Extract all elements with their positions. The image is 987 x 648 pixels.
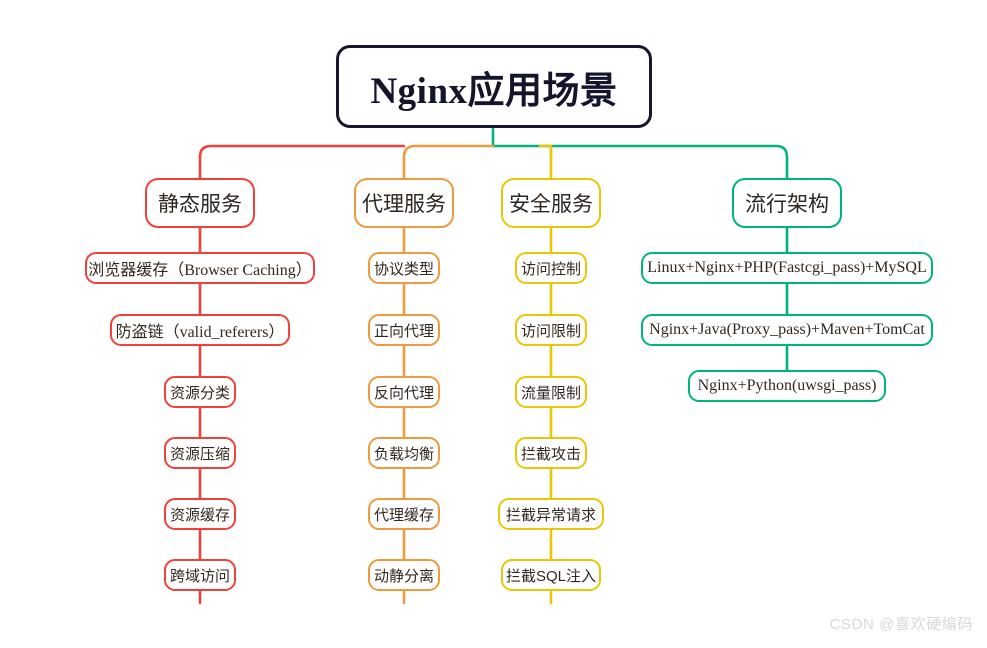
node-security-3[interactable]: 流量限制	[515, 376, 587, 408]
node-security-4[interactable]: 拦截攻击	[515, 437, 587, 469]
branch-head-static-label: 静态服务	[158, 193, 242, 216]
node-architecture-1-label: Linux+Nginx+PHP(Fastcgi_pass)+MySQL	[647, 259, 927, 276]
branch-head-proxy-label: 代理服务	[362, 193, 446, 216]
node-static-1-label: 浏览器缓存（Browser Caching）	[88, 262, 312, 279]
node-security-1-label: 访问控制	[520, 260, 581, 278]
node-static-6[interactable]: 跨域访问	[164, 559, 236, 591]
node-security-1[interactable]: 访问控制	[515, 252, 587, 284]
wire-trunk-orange	[402, 144, 495, 180]
node-proxy-3-label: 反向代理	[373, 384, 434, 402]
node-security-5[interactable]: 拦截异常请求	[498, 498, 604, 530]
node-proxy-5[interactable]: 代理缓存	[368, 498, 440, 530]
node-static-5-label: 资源缓存	[169, 506, 230, 524]
node-static-1[interactable]: 浏览器缓存（Browser Caching）	[85, 252, 315, 284]
node-proxy-6[interactable]: 动静分离	[368, 559, 440, 591]
node-proxy-2[interactable]: 正向代理	[368, 314, 440, 346]
diagram-title: Nginx应用场景	[336, 45, 652, 128]
wire-trunk-yellow-corner	[538, 144, 553, 159]
node-proxy-1[interactable]: 协议类型	[368, 252, 440, 284]
branch-head-architecture[interactable]: 流行架构	[732, 178, 842, 228]
branch-head-security[interactable]: 安全服务	[501, 178, 601, 228]
node-proxy-5-label: 代理缓存	[373, 506, 434, 524]
node-static-3[interactable]: 资源分类	[164, 376, 236, 408]
node-static-4[interactable]: 资源压缩	[164, 437, 236, 469]
node-static-3-label: 资源分类	[169, 384, 230, 402]
branch-head-architecture-label: 流行架构	[745, 193, 829, 216]
node-static-5[interactable]: 资源缓存	[164, 498, 236, 530]
diagram-title-text: Nginx应用场景	[370, 70, 618, 112]
node-static-2[interactable]: 防盗链（valid_referers）	[110, 314, 290, 346]
node-static-2-label: 防盗链（valid_referers）	[115, 324, 285, 341]
node-static-6-label: 跨域访问	[169, 567, 230, 585]
node-proxy-4-label: 负载均衡	[373, 445, 434, 463]
node-security-4-label: 拦截攻击	[520, 445, 581, 463]
node-proxy-6-label: 动静分离	[373, 567, 434, 585]
node-architecture-3[interactable]: Nginx+Python(uwsgi_pass)	[688, 370, 886, 402]
branch-head-static[interactable]: 静态服务	[145, 178, 255, 228]
node-security-3-label: 流量限制	[520, 384, 581, 402]
node-proxy-1-label: 协议类型	[373, 260, 434, 278]
node-architecture-2[interactable]: Nginx+Java(Proxy_pass)+Maven+TomCat	[641, 314, 933, 346]
node-architecture-3-label: Nginx+Python(uwsgi_pass)	[697, 377, 877, 394]
node-security-5-label: 拦截异常请求	[505, 506, 596, 524]
node-proxy-3[interactable]: 反向代理	[368, 376, 440, 408]
branch-head-security-label: 安全服务	[509, 193, 593, 216]
node-static-4-label: 资源压缩	[169, 445, 230, 463]
node-security-6[interactable]: 拦截SQL注入	[501, 559, 601, 591]
wire-trunk-red	[198, 144, 406, 180]
node-architecture-2-label: Nginx+Java(Proxy_pass)+Maven+TomCat	[649, 321, 925, 338]
node-security-6-label: 拦截SQL注入	[505, 567, 596, 585]
wire-trunk-green	[491, 144, 789, 180]
node-security-2-label: 访问限制	[520, 322, 581, 340]
csdn-watermark: CSDN @喜欢硬编码	[829, 616, 973, 633]
node-proxy-2-label: 正向代理	[373, 322, 434, 340]
node-security-2[interactable]: 访问限制	[515, 314, 587, 346]
node-proxy-4[interactable]: 负载均衡	[368, 437, 440, 469]
branch-head-proxy[interactable]: 代理服务	[354, 178, 454, 228]
node-architecture-1[interactable]: Linux+Nginx+PHP(Fastcgi_pass)+MySQL	[641, 252, 933, 284]
